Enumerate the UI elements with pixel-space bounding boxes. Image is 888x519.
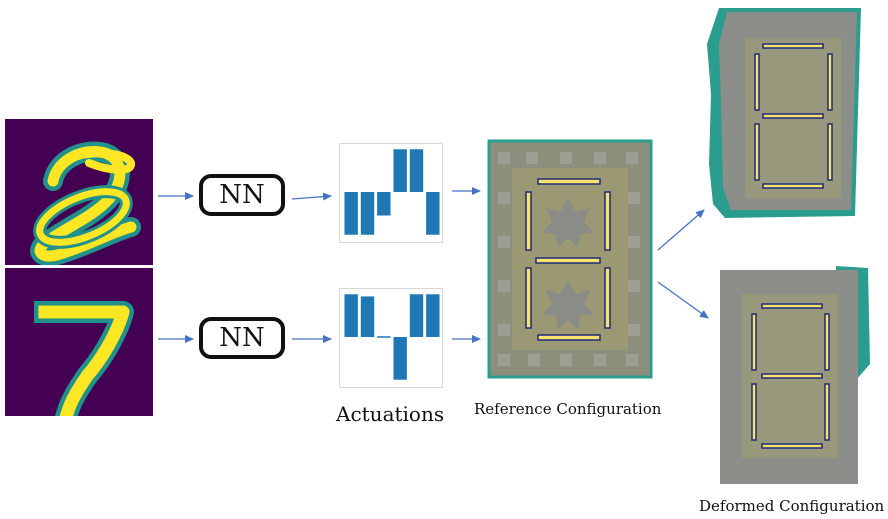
actuation-bar: [377, 192, 391, 216]
actuation-bar: [344, 192, 358, 235]
chart-frame: [339, 143, 443, 243]
actuation-bar: [426, 294, 440, 337]
nn-label: NN: [219, 323, 265, 353]
actuation-bar: [426, 192, 440, 235]
reference-configuration-label: Reference Configuration: [474, 400, 662, 418]
neural-network-box-bottom: NN: [199, 317, 285, 359]
actuation-chart-bottom: [339, 288, 443, 388]
reference-configuration-panel: [487, 139, 653, 379]
arrow-nn-to-chart-top: [291, 192, 332, 201]
arrow-reference-to-deformed-top: [657, 209, 705, 251]
actuation-bar: [393, 149, 407, 192]
actuation-bar: [393, 337, 407, 380]
actuation-bar: [360, 192, 375, 235]
actuation-bar: [344, 294, 358, 337]
deformed-configuration-top-panel: [707, 8, 861, 218]
digit-two-image: [5, 119, 153, 265]
neural-network-box-top: NN: [199, 174, 285, 216]
arrow-reference-to-deformed-bottom: [657, 281, 709, 319]
actuation-bar: [360, 296, 375, 337]
actuation-bar: [377, 336, 391, 338]
deformed-configuration-bottom-panel: [720, 266, 870, 484]
actuation-bar: [409, 294, 424, 337]
actuation-chart-top: [339, 143, 443, 243]
nn-label: NN: [219, 180, 265, 210]
deformed-configuration-label: Deformed Configuration: [699, 497, 885, 515]
actuation-bar: [409, 149, 424, 192]
digit-seven-image: [5, 268, 153, 416]
chart-frame: [339, 288, 443, 388]
actuations-label: Actuations: [336, 402, 445, 426]
